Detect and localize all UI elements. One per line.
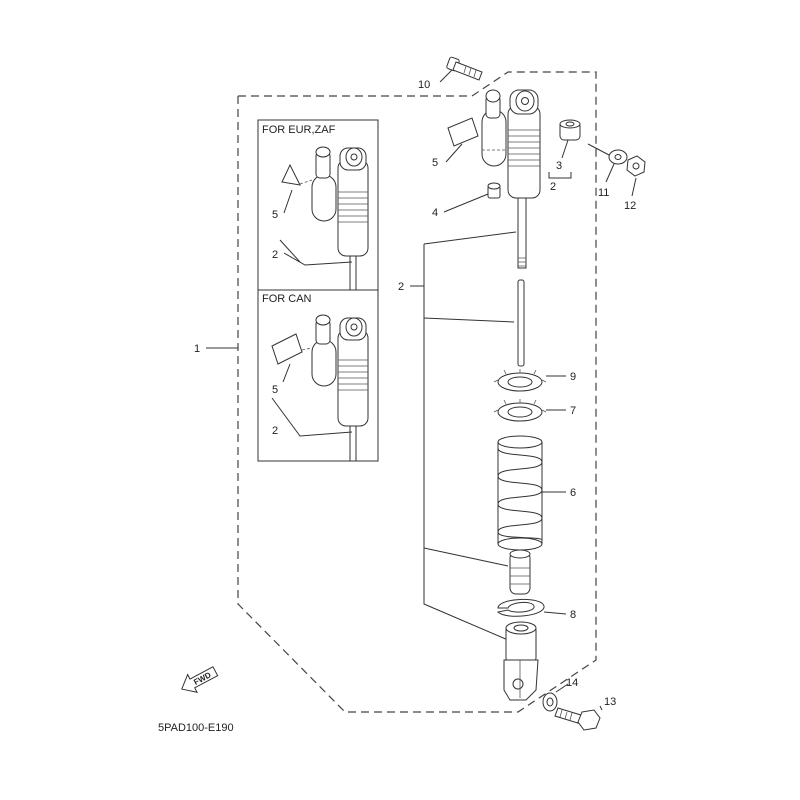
part-4-valve-cap bbox=[487, 182, 501, 199]
callout-9: 9 bbox=[570, 371, 576, 383]
callout-2-main: 2 bbox=[398, 281, 404, 293]
part-3-bushing bbox=[559, 119, 581, 141]
part-9-locknut bbox=[493, 369, 547, 392]
part-11-washer bbox=[608, 149, 628, 165]
callout-13: 13 bbox=[604, 696, 616, 708]
drawing-code: 5PAD100-E190 bbox=[158, 722, 234, 734]
part-bump-stop bbox=[509, 549, 531, 595]
inset-title-eur-zaf: FOR EUR,ZAF bbox=[262, 124, 336, 136]
callout-10: 10 bbox=[418, 79, 430, 91]
part-lower-clevis bbox=[503, 621, 539, 701]
callout-3: 3 bbox=[556, 160, 562, 172]
part-6-spring bbox=[497, 435, 543, 551]
part-8-spring-seat bbox=[496, 598, 545, 617]
callout-4: 4 bbox=[432, 207, 438, 219]
callout-5-inset1: 5 bbox=[272, 209, 278, 221]
callout-2-inset1: 2 bbox=[272, 249, 278, 261]
callout-2-inset2: 2 bbox=[272, 425, 278, 437]
fwd-arrow-icon: FWD bbox=[181, 666, 219, 693]
part-13-bolt bbox=[554, 707, 601, 731]
callout-8: 8 bbox=[570, 609, 576, 621]
callout-2-bracket: 2 bbox=[550, 181, 556, 193]
assembly-boundary bbox=[237, 71, 597, 713]
assembly-2-bracket bbox=[410, 231, 517, 641]
callout-1: 1 bbox=[194, 343, 200, 355]
callout-11: 11 bbox=[598, 187, 609, 199]
callout-12: 12 bbox=[624, 200, 636, 212]
part-14-collar bbox=[542, 692, 558, 712]
callout-7: 7 bbox=[570, 405, 576, 417]
part-7-adjuster-ring bbox=[493, 399, 547, 422]
part-12-nut bbox=[626, 155, 646, 177]
inset-can: FOR CAN 5 2 bbox=[257, 289, 379, 462]
callout-14: 14 bbox=[566, 677, 578, 689]
part-2-shock-body bbox=[481, 89, 541, 269]
part-damper-rod bbox=[517, 279, 525, 367]
callout-5-main: 5 bbox=[432, 157, 438, 169]
callout-5-inset2: 5 bbox=[272, 384, 278, 396]
part-10-bolt bbox=[446, 56, 483, 81]
callout-6: 6 bbox=[570, 487, 576, 499]
part-5-label-tag bbox=[447, 117, 479, 147]
inset-title-can: FOR CAN bbox=[262, 293, 312, 305]
inset-eur-zaf: FOR EUR,ZAF 5 2 bbox=[257, 119, 379, 291]
